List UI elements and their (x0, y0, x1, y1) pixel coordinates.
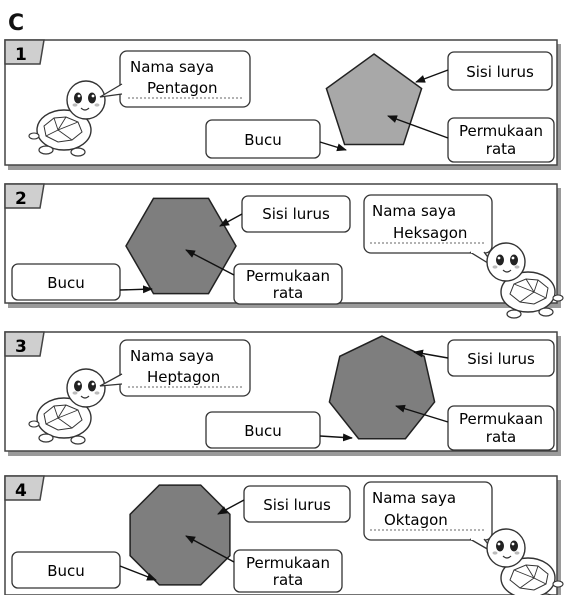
arrow-vertex (119, 565, 157, 581)
speech-bubble (363, 481, 493, 541)
arrow-face (185, 535, 235, 563)
arrow-face (185, 249, 235, 276)
label-side: Sisi lurus (263, 496, 331, 514)
arrow-side (219, 213, 243, 227)
arrow-face (395, 404, 449, 423)
panel-number: 1 (15, 45, 27, 65)
bubble-intro: Nama saya (372, 202, 456, 220)
speech-bubble (119, 339, 251, 397)
label-vertex-box (11, 551, 121, 589)
arrow-vertex (319, 433, 353, 442)
label-side-box (447, 51, 553, 91)
label-face-box (233, 549, 343, 593)
label-face-line2: rata (273, 284, 303, 302)
section-letter: C (8, 11, 24, 36)
speech-bubble (363, 194, 493, 254)
label-vertex-box (205, 411, 321, 449)
label-vertex: Bucu (244, 131, 282, 149)
label-face-line2: rata (486, 140, 516, 158)
shape-name: Pentagon (147, 79, 218, 97)
arrow-side (413, 349, 449, 359)
label-face-line1: Permukaan (459, 122, 543, 140)
label-vertex-box (205, 119, 321, 159)
shape (125, 197, 237, 295)
label-side: Sisi lurus (466, 63, 534, 81)
speech-bubble (119, 50, 251, 108)
label-side-box (243, 485, 351, 523)
shape (129, 484, 231, 586)
shape (328, 335, 436, 440)
label-face-line2: rata (486, 428, 516, 446)
heptagon-shape (328, 335, 436, 440)
panel-4: 4 Sisi lurus Permukaan rata Bucu Nama sa… (4, 475, 564, 595)
panel-number: 3 (15, 337, 27, 357)
panel-number: 2 (15, 189, 27, 209)
arrow-vertex (319, 141, 347, 152)
label-face-line2: rata (273, 571, 303, 589)
arrow-face (387, 115, 449, 139)
arrow-vertex (119, 285, 153, 294)
shape-name: Oktagon (384, 511, 448, 529)
arrow-side (415, 69, 449, 83)
label-side: Sisi lurus (262, 205, 330, 223)
bubble-intro: Nama saya (372, 489, 456, 507)
label-face-line1: Permukaan (459, 410, 543, 428)
label-face-line1: Permukaan (246, 554, 330, 572)
panel-2: 2 Sisi lurus Permukaan rata Bucu Nama sa… (4, 183, 564, 319)
label-vertex: Bucu (47, 562, 85, 580)
label-face-box (233, 263, 343, 305)
label-vertex-box (11, 263, 121, 301)
label-side: Sisi lurus (467, 350, 535, 368)
panel-1: 1 Nama saya Pentagon Sisi lurus Permukaa… (4, 39, 561, 170)
panel-number: 4 (15, 481, 27, 501)
arrow-side (217, 499, 245, 515)
label-vertex: Bucu (244, 422, 282, 440)
shape-name: Heksagon (393, 224, 467, 242)
shape-name: Heptagon (147, 368, 220, 386)
label-face-line1: Permukaan (246, 267, 330, 285)
bubble-intro: Nama saya (130, 347, 214, 365)
oktagon-shape (129, 484, 231, 586)
label-face-box (447, 405, 555, 451)
panel-3: 3 Nama saya Heptagon Sisi lurus Permukaa… (4, 331, 561, 456)
bubble-intro: Nama saya (130, 58, 214, 76)
heksagon-shape (125, 197, 237, 295)
label-vertex: Bucu (47, 274, 85, 292)
label-face-box (447, 117, 555, 163)
